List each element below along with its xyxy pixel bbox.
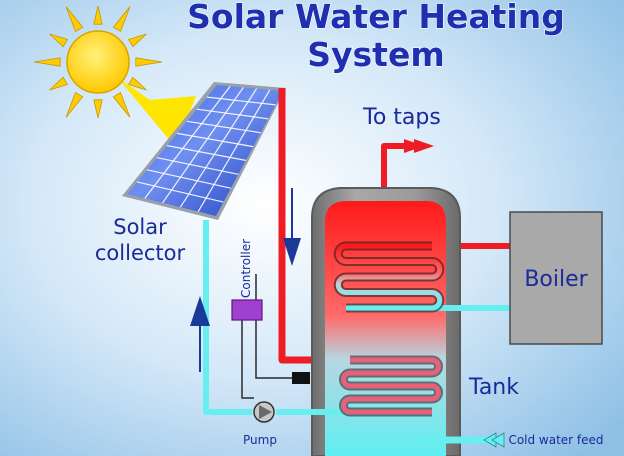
panel-grid-line xyxy=(206,96,276,106)
flow-arrow-up-icon xyxy=(190,296,210,372)
boiler-box xyxy=(509,211,603,345)
controller-pump-wire xyxy=(241,320,254,399)
sun-icon xyxy=(33,5,163,119)
sun-ray xyxy=(49,76,68,91)
tank-water xyxy=(325,201,446,456)
panel-grid-line xyxy=(176,132,254,148)
sun-ray xyxy=(93,5,103,25)
panel-grid-line xyxy=(179,88,258,208)
tank-label: Tank xyxy=(468,375,519,400)
solar-panel-grid xyxy=(136,85,276,212)
sun-ray xyxy=(33,57,61,67)
to-taps-label: To taps xyxy=(362,105,441,130)
collector-label: collector xyxy=(95,241,186,265)
sun-ray xyxy=(112,92,131,118)
panel-grid-line xyxy=(186,120,261,134)
solar-coil xyxy=(341,357,441,415)
pump-label: Pump xyxy=(243,433,277,447)
to-taps-arrow-icon-2 xyxy=(414,139,434,153)
cold-feed-arrow-icon xyxy=(483,432,505,448)
pump-icon xyxy=(253,401,275,423)
controller-box xyxy=(231,299,263,321)
solar-label: Solar xyxy=(113,215,167,239)
controller-sensor-wire xyxy=(255,312,296,379)
solar-panel xyxy=(122,82,286,220)
tap-outlet-pipe xyxy=(381,143,404,204)
panel-grid-line xyxy=(156,157,239,175)
sun-ray xyxy=(112,6,131,32)
panel-grid-line xyxy=(146,169,232,189)
sun-ray xyxy=(93,99,103,119)
temperature-sensor xyxy=(292,372,310,384)
panel-grid-line xyxy=(166,145,246,161)
cold-water-feed-label: Cold water feed xyxy=(508,433,603,447)
flow-arrow-down-icon xyxy=(283,188,301,266)
sun-ray xyxy=(65,6,84,32)
panel-grid-line xyxy=(196,108,269,120)
sun-ray xyxy=(128,33,147,48)
boiler-coil xyxy=(335,243,443,311)
sun-ray xyxy=(135,57,163,67)
panel-grid-line xyxy=(144,85,231,199)
controller-label: Controller xyxy=(239,239,253,298)
sun-ray xyxy=(128,76,147,91)
boiler-label: Boiler xyxy=(524,267,588,292)
solar-panel-cells xyxy=(127,85,283,216)
panel-grid-line xyxy=(162,87,244,204)
panel-grid-line xyxy=(136,181,224,203)
title-line-2: System xyxy=(307,35,444,74)
sun-ray xyxy=(49,33,68,48)
panel-grid-line xyxy=(197,89,271,212)
sun-ray xyxy=(65,92,84,118)
title-line-1: Solar Water Heating xyxy=(187,0,565,36)
collector-cold-pipe xyxy=(203,220,252,415)
